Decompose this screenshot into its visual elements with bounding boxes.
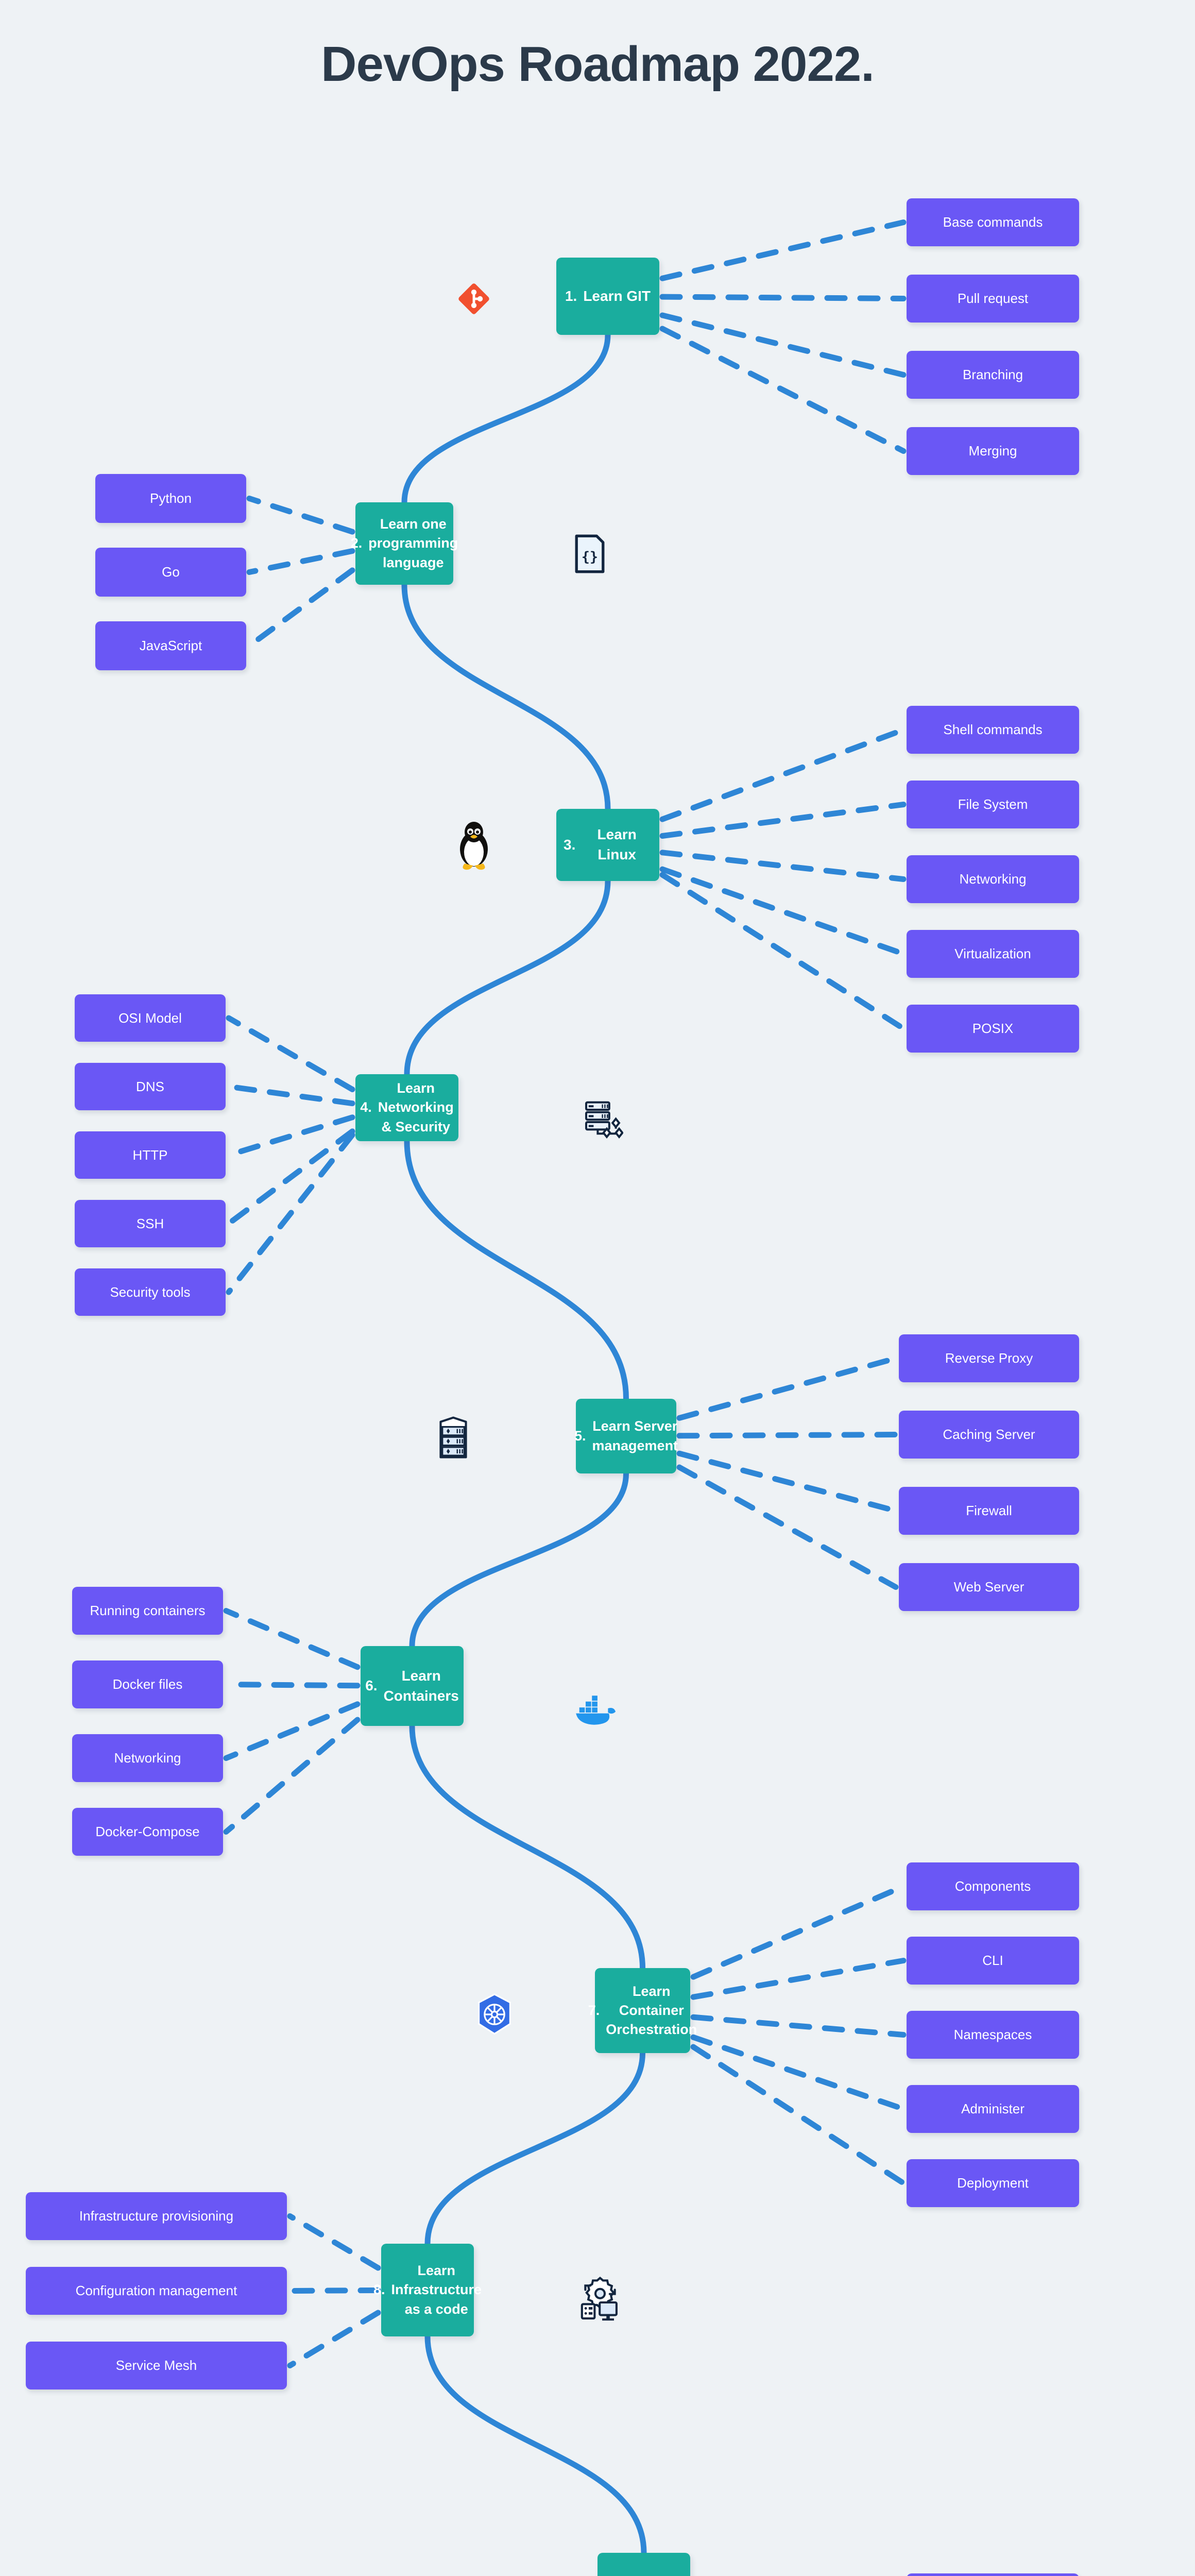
step-number: 2. [350, 535, 363, 551]
roadmap-topic[interactable]: Pull request [907, 275, 1079, 323]
roadmap-topic[interactable]: Deployment [907, 2159, 1079, 2207]
roadmap-topic[interactable]: Setup server [907, 2573, 1079, 2576]
linux-penguin-icon [453, 819, 494, 871]
roadmap-topic[interactable]: Python [95, 474, 246, 523]
step-number: 8. [373, 2282, 385, 2298]
code-file-icon: {} [572, 533, 608, 574]
roadmap-topic[interactable]: Networking [907, 855, 1079, 903]
page-title: DevOps Roadmap 2022. [321, 37, 875, 92]
roadmap-topic[interactable]: Service Mesh [26, 2342, 287, 2389]
roadmap-step-8[interactable]: 8. Learn Infrastructure as a code [373, 2244, 482, 2336]
step-number: 3. [564, 836, 576, 853]
automation-gear-icon [577, 2275, 623, 2321]
step-title: Learn Networking & Security [378, 1080, 454, 1134]
roadmap-topic[interactable]: Go [95, 548, 246, 597]
roadmap-topic[interactable]: Infrastructure provisioning [26, 2192, 287, 2240]
roadmap-topic[interactable]: Networking [72, 1734, 223, 1782]
step-title: Learn Containers [383, 1667, 459, 1704]
roadmap-topic[interactable]: Components [907, 1862, 1079, 1910]
roadmap-topic[interactable]: Security tools [75, 1268, 226, 1316]
git-icon [453, 278, 494, 319]
roadmap-topic[interactable]: POSIX [907, 1005, 1079, 1053]
step-number: 1. [565, 287, 577, 304]
step-number: 6. [365, 1677, 378, 1694]
roadmap-topic[interactable]: Web Server [899, 1563, 1079, 1611]
step-title: Learn GIT [583, 287, 651, 304]
roadmap-topic[interactable]: Base commands [907, 198, 1079, 246]
roadmap-topic[interactable]: Docker-Compose [72, 1808, 223, 1856]
step-title: Learn Infrastructure as a code [391, 2263, 482, 2317]
roadmap-step-5[interactable]: 5. Learn Server management [574, 1399, 678, 1473]
roadmap-step-1[interactable]: 1. Learn GIT [556, 258, 659, 335]
step-number: 5. [574, 1428, 586, 1444]
server-rack-icon [433, 1414, 474, 1461]
roadmap-step-2[interactable]: 2. Learn one programming language [351, 502, 458, 585]
svg-text:{}: {} [582, 549, 598, 565]
roadmap-topic[interactable]: Running containers [72, 1587, 223, 1635]
roadmap-step-7[interactable]: 7. Learn Container Orchestration [588, 1968, 697, 2053]
roadmap-topic[interactable]: Branching [907, 351, 1079, 399]
roadmap-topic[interactable]: Shell commands [907, 706, 1079, 754]
roadmap-topic[interactable]: Caching Server [899, 1411, 1079, 1459]
roadmap-topic[interactable]: Namespaces [907, 2011, 1079, 2059]
roadmap-topic[interactable]: DNS [75, 1063, 226, 1110]
roadmap-topic[interactable]: Firewall [899, 1487, 1079, 1535]
step-title: Learn Server management [592, 1418, 678, 1453]
step-title: Learn Linux [597, 826, 637, 862]
roadmap-topic[interactable]: SSH [75, 1200, 226, 1247]
step-number: 4. [360, 1099, 372, 1115]
roadmap-step-6[interactable]: 6. Learn Containers [361, 1646, 464, 1726]
roadmap-topic[interactable]: Merging [907, 427, 1079, 475]
step-title: Learn one programming language [368, 516, 458, 570]
step-title: Learn Container Orchestration [606, 1983, 697, 2038]
roadmap-topic[interactable]: Docker files [72, 1660, 223, 1708]
roadmap-step-3[interactable]: 3. Learn Linux [556, 809, 659, 881]
step-number: 7. [588, 2002, 600, 2018]
roadmap-topic[interactable]: Administer [907, 2085, 1079, 2133]
network-security-icon [582, 1097, 623, 1139]
roadmap-topic[interactable]: HTTP [75, 1131, 226, 1179]
roadmap-step-9[interactable]: 9.Learn CI/CD [598, 2553, 690, 2576]
roadmap-step-4[interactable]: 4. Learn Networking & Security [355, 1074, 458, 1141]
roadmap-topic[interactable]: Virtualization [907, 930, 1079, 978]
roadmap-topic[interactable]: OSI Model [75, 994, 226, 1042]
kubernetes-helm-icon [474, 1991, 515, 2038]
roadmap-topic[interactable]: JavaScript [95, 621, 246, 670]
roadmap-topic[interactable]: Configuration management [26, 2267, 287, 2315]
roadmap-topic[interactable]: CLI [907, 1937, 1079, 1985]
roadmap-topic[interactable]: Reverse Proxy [899, 1334, 1079, 1382]
docker-whale-icon [572, 1687, 618, 1728]
roadmap-topic[interactable]: File System [907, 781, 1079, 828]
